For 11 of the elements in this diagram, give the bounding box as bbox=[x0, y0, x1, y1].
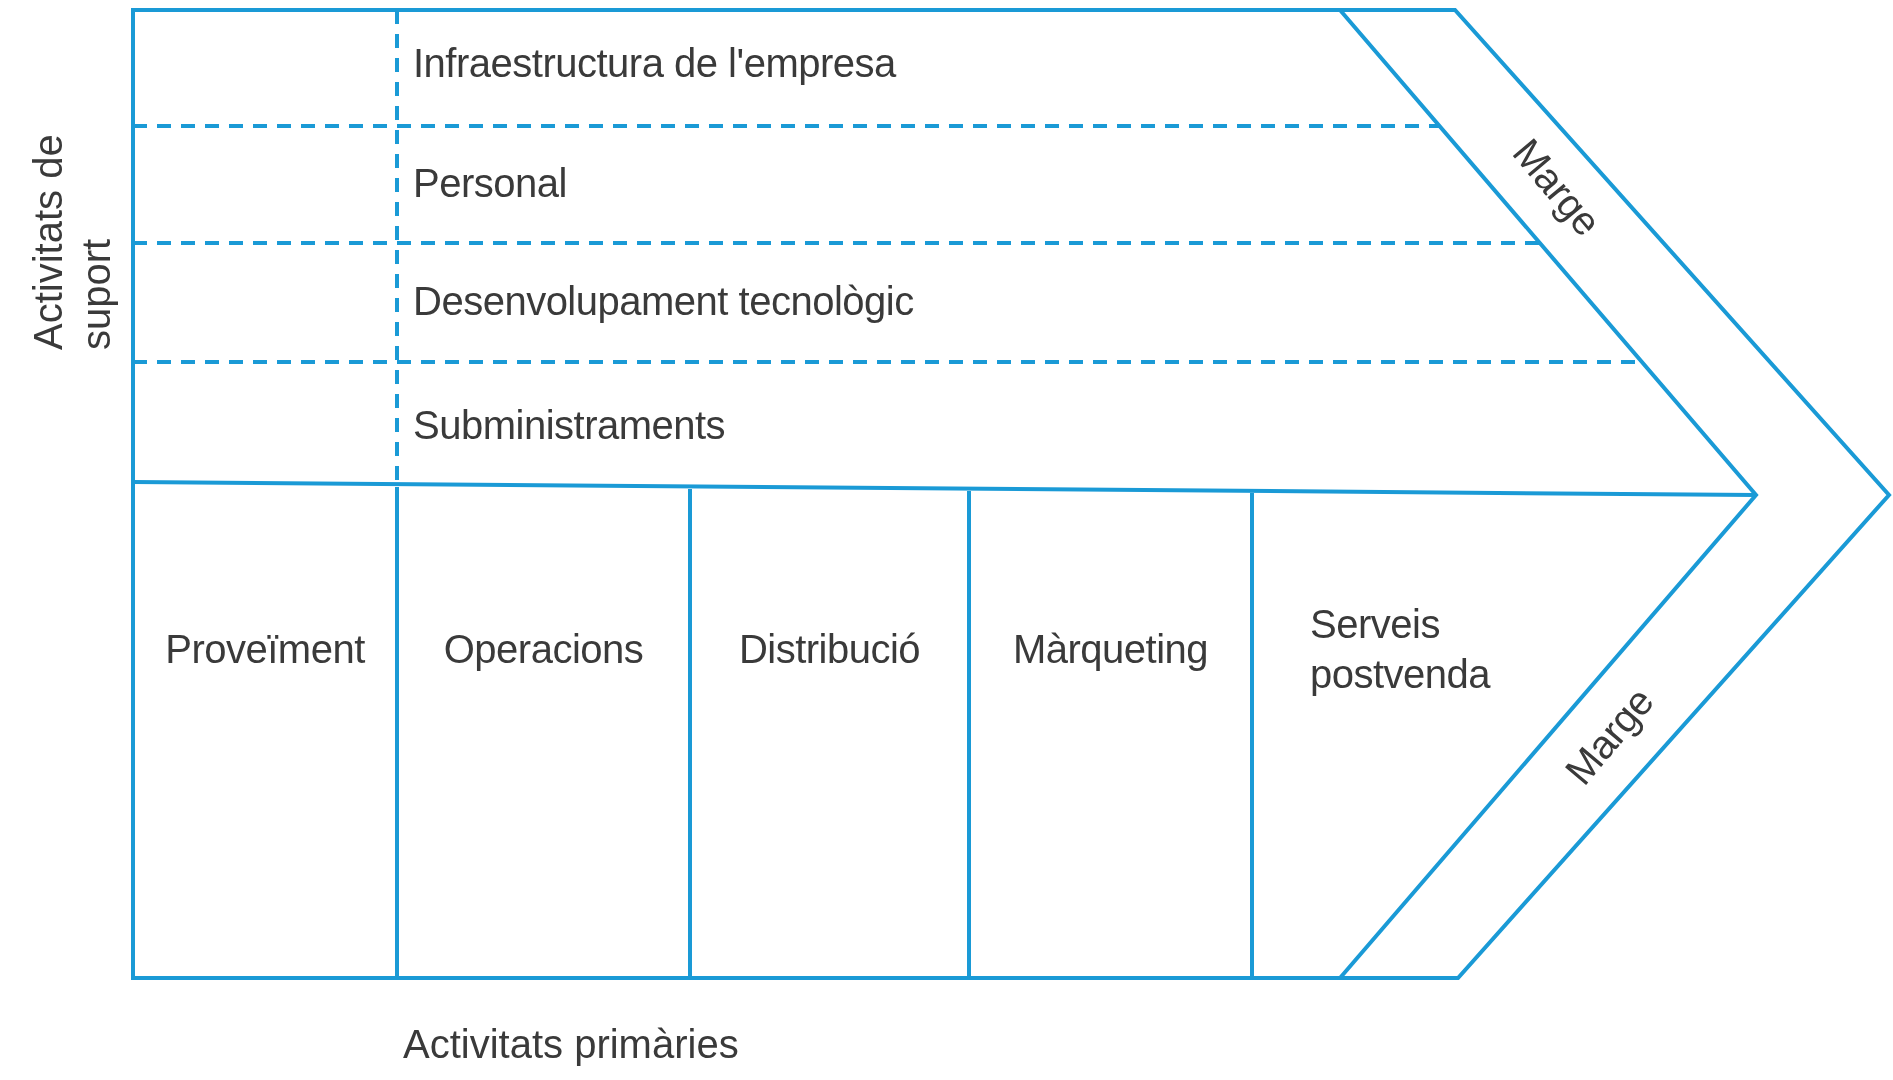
axis-label: Activitats de suport bbox=[25, 133, 119, 350]
primary-activity-label: Operacions bbox=[443, 626, 644, 673]
support-activity-label: Subministraments bbox=[413, 402, 726, 449]
support-activity-label: Infraestructura de l'empresa bbox=[413, 40, 896, 87]
support-activity-label: Personal bbox=[413, 160, 567, 207]
primary-activity-label: Proveïment bbox=[165, 626, 365, 673]
primary-activity-label: Distribució bbox=[738, 626, 921, 673]
axis-label: Activitats primàries bbox=[403, 1021, 739, 1068]
primary-activity-label: Serveis postvenda bbox=[1310, 601, 1492, 698]
support-activity-label: Desenvolupament tecnològic bbox=[413, 278, 914, 325]
primary-activity-label: Màrqueting bbox=[1012, 626, 1209, 673]
